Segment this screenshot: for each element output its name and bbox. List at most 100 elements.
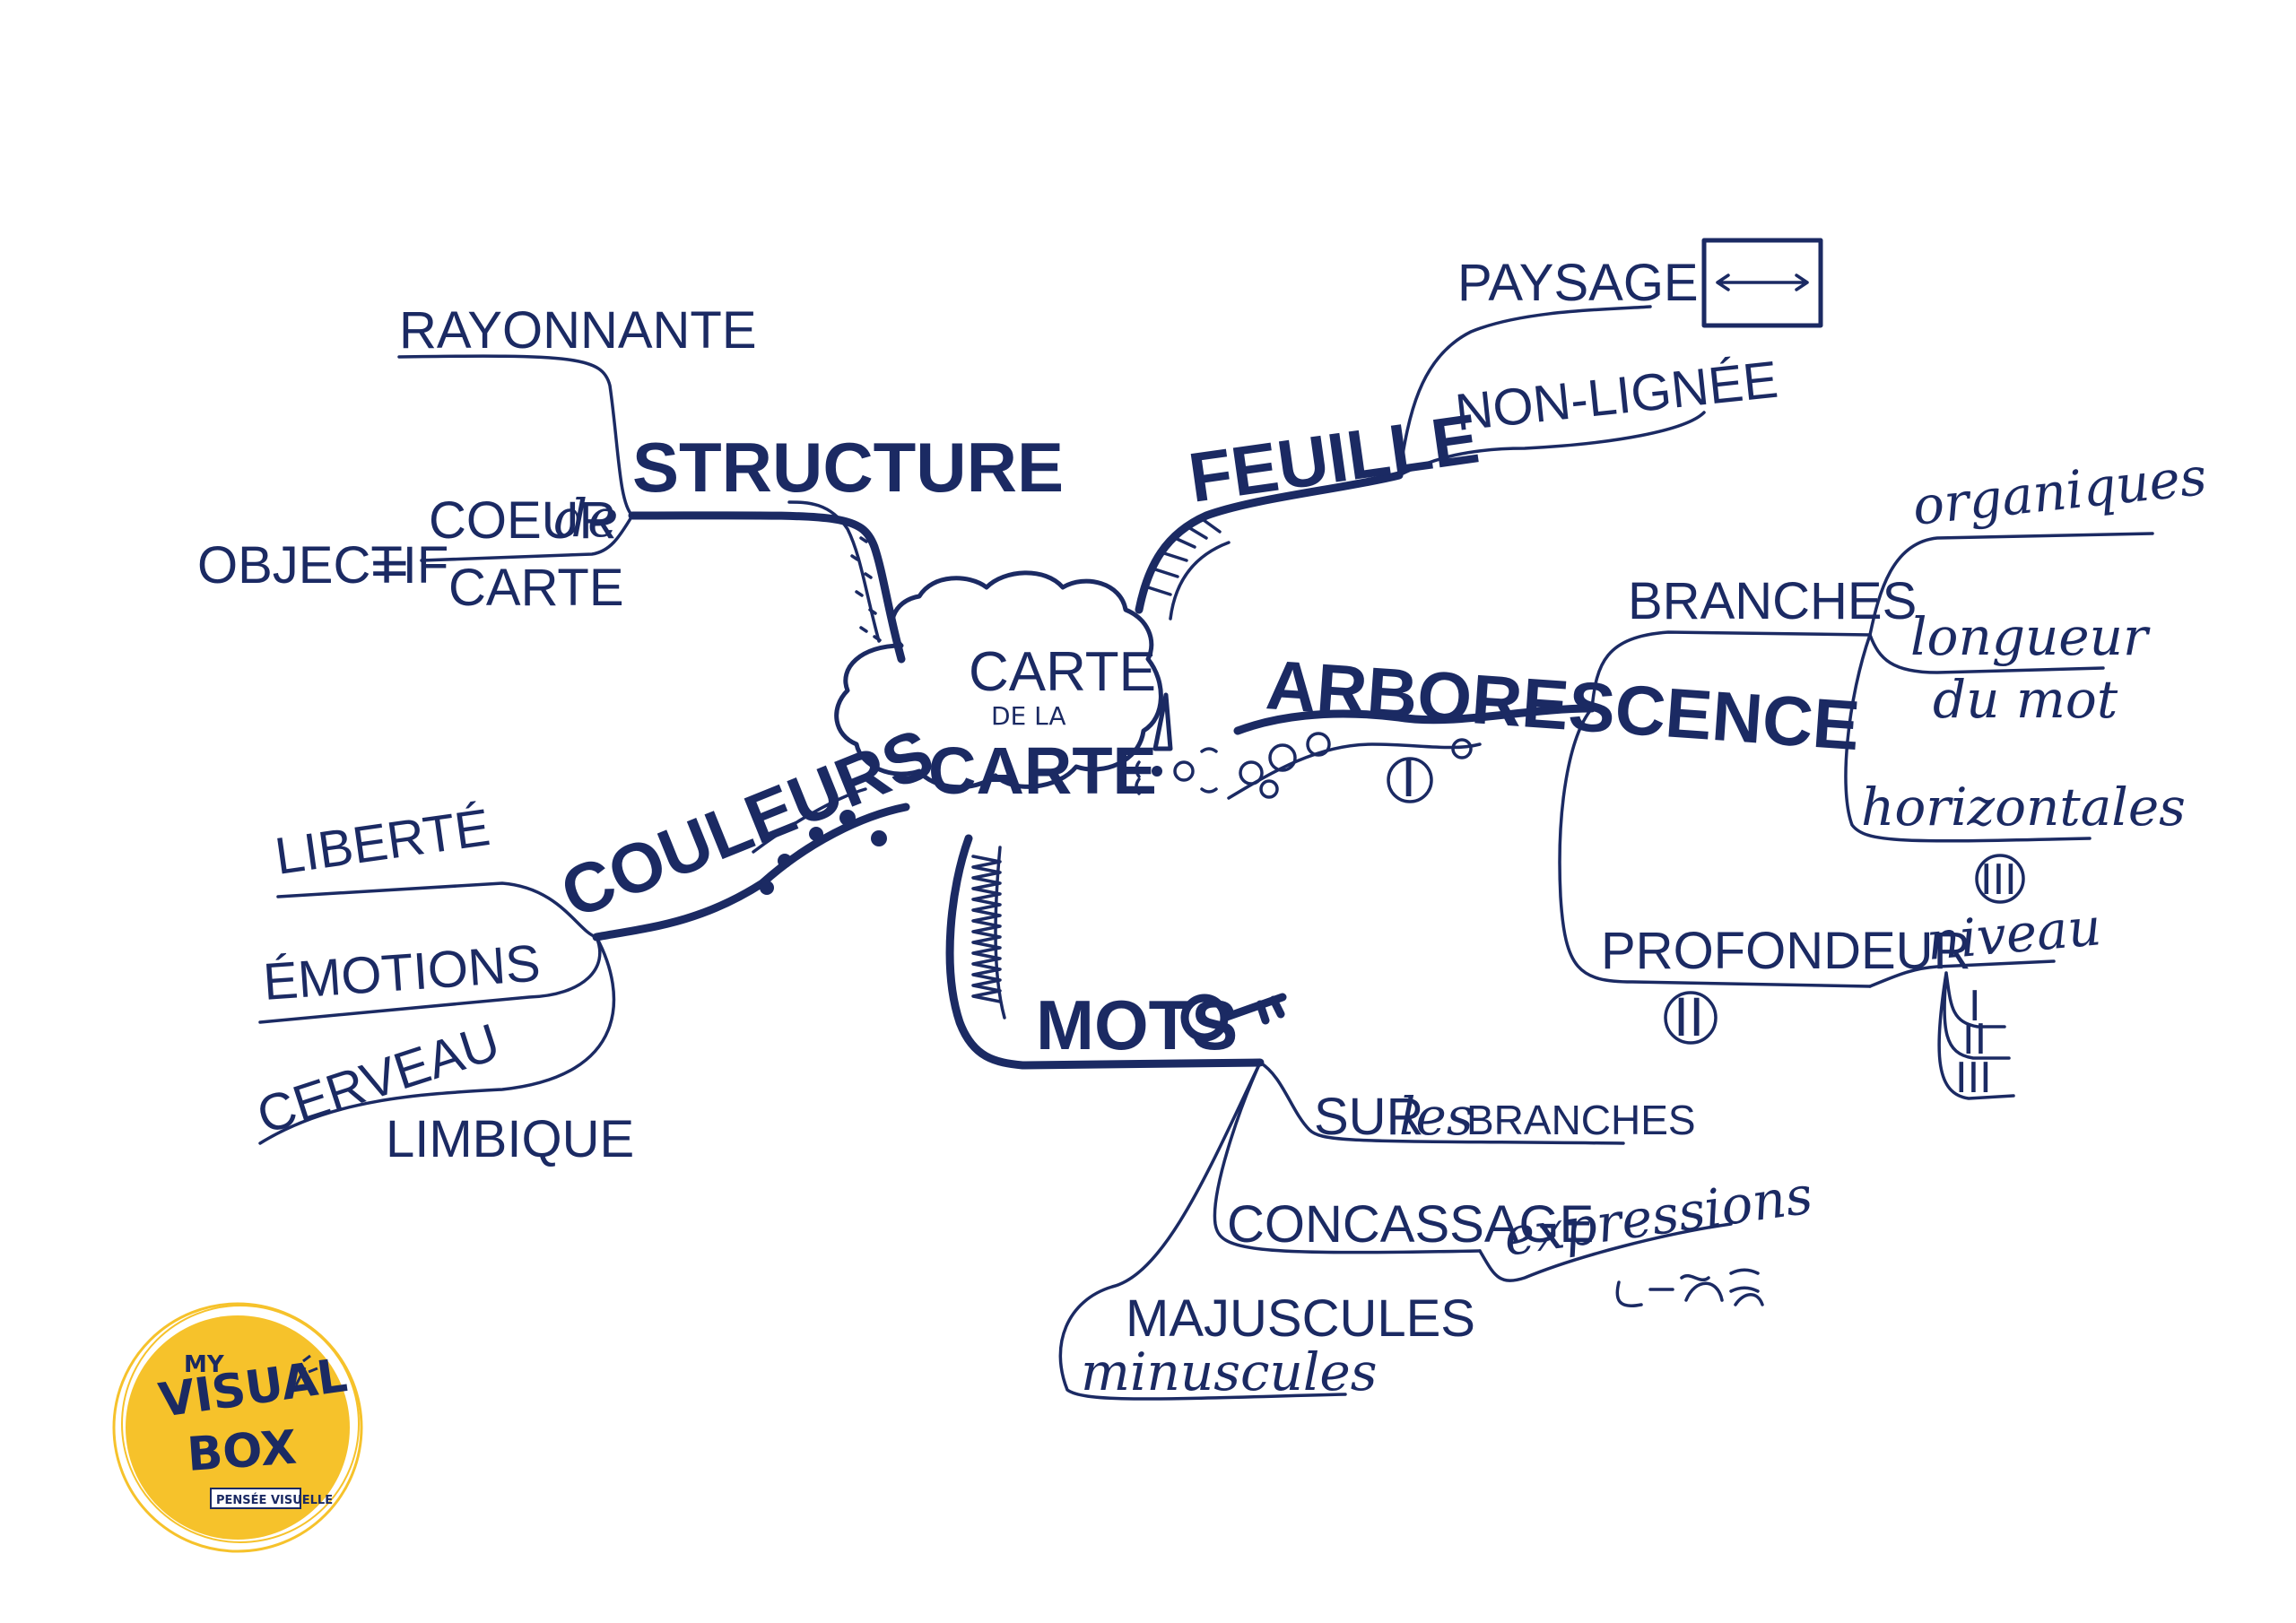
organiques-label: organiques [1909, 446, 2209, 537]
couleurs-dot [839, 810, 856, 826]
logo-line3: BOX [186, 1421, 299, 1482]
mots-zigzag [971, 855, 1002, 1003]
couleurs-to-cerveau [258, 935, 616, 1145]
niveau-levels-lines [1937, 971, 2015, 1100]
coeur-label: COEUR [429, 491, 616, 550]
branches-label: BRANCHES [1628, 572, 1917, 630]
mots-to-majuscules [1058, 1061, 1347, 1401]
arborescence-numeral-circle [1387, 757, 1433, 803]
limbique-label: LIMBIQUE [386, 1110, 634, 1168]
logo-banner [210, 1488, 301, 1509]
branch-feuille: FEUILLE PAYSAGE NON-LIGNÉE [1135, 238, 1823, 621]
du-mot-label: du mot [1933, 669, 2118, 730]
logo-ring [121, 1305, 360, 1543]
feuille-to-non-lignee [1397, 411, 1706, 477]
exclamation-icon [1152, 692, 1173, 751]
paysage-label: PAYSAGE [1457, 254, 1699, 312]
center-line2: DE LA [991, 701, 1066, 731]
couleurs-trunk-inner [752, 787, 867, 854]
couleurs-dot [809, 827, 823, 841]
branches-word-label: BRANCHES [1466, 1097, 1696, 1143]
concassage-label: CONCASSAGE [1227, 1195, 1594, 1254]
mots-trunk-inner [994, 846, 1006, 1020]
mots-to-sur-les-branches [1258, 1061, 1625, 1145]
expressions-label: expressions [1500, 1164, 1815, 1268]
logo-ring [112, 1302, 363, 1553]
branches-to-horizontales [1844, 633, 2092, 843]
branch-arborescence: ARBORESCENCE I BRANCHES organiques longu… [1227, 446, 2209, 1102]
arborescence-bubble [1306, 732, 1331, 757]
horizontales-numeral-circle [1975, 854, 2025, 904]
branches-to-organiques [1868, 532, 2154, 637]
carte-label: CARTE [448, 559, 624, 617]
niveau-level-3: III [1955, 1054, 1992, 1102]
arborescence-numeral: I [1401, 748, 1416, 809]
couleurs-to-liberte [276, 881, 598, 939]
branch-structure: STRUCTURE RAYONNANTE COEUR de CARTE OBJE… [197, 301, 1064, 664]
couleurs-dot [760, 881, 774, 895]
key-icon [1180, 993, 1287, 1042]
structure-label: STRUCTURE [632, 428, 1064, 507]
logo-line1: MY [184, 1351, 225, 1378]
couleurs-to-emotions [258, 935, 602, 1024]
mots-to-concassage [1213, 1061, 1482, 1254]
arborescence-trunk [1233, 704, 1596, 735]
profondeur-to-niveau [1868, 959, 2056, 988]
arborescence-bubble [1239, 760, 1264, 785]
arborescence-label: ARBORESCENCE [1264, 645, 1863, 765]
logo-circle [126, 1315, 350, 1540]
structure-hatching [850, 536, 882, 642]
concassage-to-expressions [1478, 1222, 1733, 1282]
profondeur-numeral: II [1674, 987, 1704, 1048]
horizontales-numeral: III [1980, 855, 2017, 904]
branches-to-longueur [1868, 633, 2105, 674]
arborescence-to-profondeur [1558, 707, 1872, 988]
non-lignee-label: NON-LIGNÉE [1453, 351, 1781, 442]
doodle-marks-icon [1135, 747, 1218, 795]
les-label: les [1399, 1086, 1474, 1147]
structure-to-coeur [420, 514, 634, 562]
feuille-hatching [1146, 518, 1222, 596]
equals-sign: = [368, 536, 412, 597]
coeur-de-label: de [554, 488, 618, 549]
majuscules-label: MAJUSCULES [1126, 1289, 1475, 1348]
central-node: CARTE DE LA CARTE [834, 570, 1218, 808]
sur-label: SUR [1314, 1088, 1423, 1146]
central-cloud [834, 570, 1163, 790]
profondeur-numeral-circle [1664, 991, 1718, 1045]
feuille-trunk-inner [1169, 541, 1231, 621]
mots-trunk [945, 834, 1265, 1070]
liberte-label: LIBERTÉ [272, 798, 493, 886]
doodle-face-icon [1173, 760, 1195, 782]
landscape-sheet-icon [1701, 238, 1823, 328]
minuscules-label: minuscules [1081, 1341, 1378, 1402]
arborescence-bubble [1451, 738, 1473, 759]
logo-tagline: PENSÉE VISUELLE [216, 1493, 333, 1507]
landscape-arrow-icon [1716, 273, 1809, 291]
feuille-to-paysage [1397, 305, 1652, 477]
structure-trunk-inner [787, 500, 881, 643]
arborescence-bubble [1268, 743, 1297, 772]
couleurs-label: COULEURS [550, 713, 944, 933]
structure-trunk [628, 511, 906, 664]
logo-spark-icon [294, 1354, 318, 1386]
niveau-level-2: II [1962, 1015, 1987, 1063]
center-line1: CARTE [969, 641, 1156, 703]
exclamation-dot-icon [1152, 766, 1162, 777]
niveau-label: niveau [1924, 896, 2103, 972]
structure-to-rayonnante [397, 354, 634, 517]
horizontales-label: horizontales [1861, 777, 2186, 838]
couleurs-dot [871, 830, 887, 846]
arborescence-to-branches [1590, 630, 1872, 710]
my-visual-box-logo: MY VISUAL BOX PENSÉE VISUELLE [112, 1302, 363, 1553]
rayonnante-label: RAYONNANTE [399, 301, 757, 360]
niveau-level-1: I [1969, 982, 1981, 1030]
expressions-doodle-icon [1615, 1268, 1764, 1307]
arborescence-bubble [1259, 779, 1279, 799]
longueur-label: longueur [1910, 606, 2151, 667]
arborescence-trunk-inner [1227, 742, 1482, 800]
center-line3: CARTE [928, 733, 1157, 808]
objectif-label: OBJECTIF [197, 536, 448, 595]
branch-couleurs: COULEURS LIBERTÉ ÉMOTIONS CERVEAU LIMBIQ… [250, 713, 944, 1168]
